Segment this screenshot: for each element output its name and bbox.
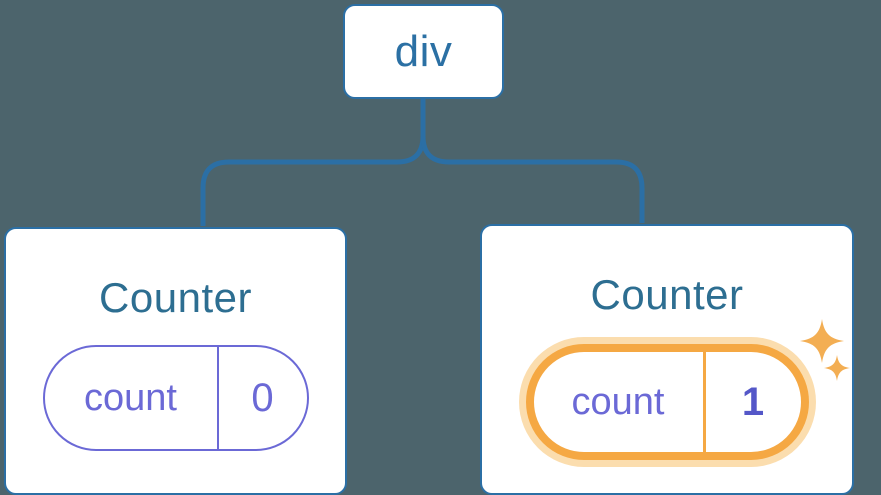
state-value: 0	[251, 375, 274, 420]
root-node-label: div	[394, 26, 453, 76]
state-pill-divider	[702, 352, 706, 453]
state-pill-divider	[216, 347, 219, 450]
state-key-label: count	[84, 376, 177, 419]
state-pill: count 0	[42, 345, 309, 452]
state-key-label: count	[571, 380, 665, 423]
counter-card-left: Counter count 0	[4, 227, 347, 495]
state-pill-highlighted: count 1	[525, 344, 809, 461]
counter-card-right: Counter count 1	[480, 224, 854, 495]
counter-card-title: Counter	[99, 274, 252, 321]
counter-card-title: Counter	[590, 271, 744, 318]
state-value: 1	[741, 379, 765, 424]
root-node-div: div	[343, 4, 504, 99]
